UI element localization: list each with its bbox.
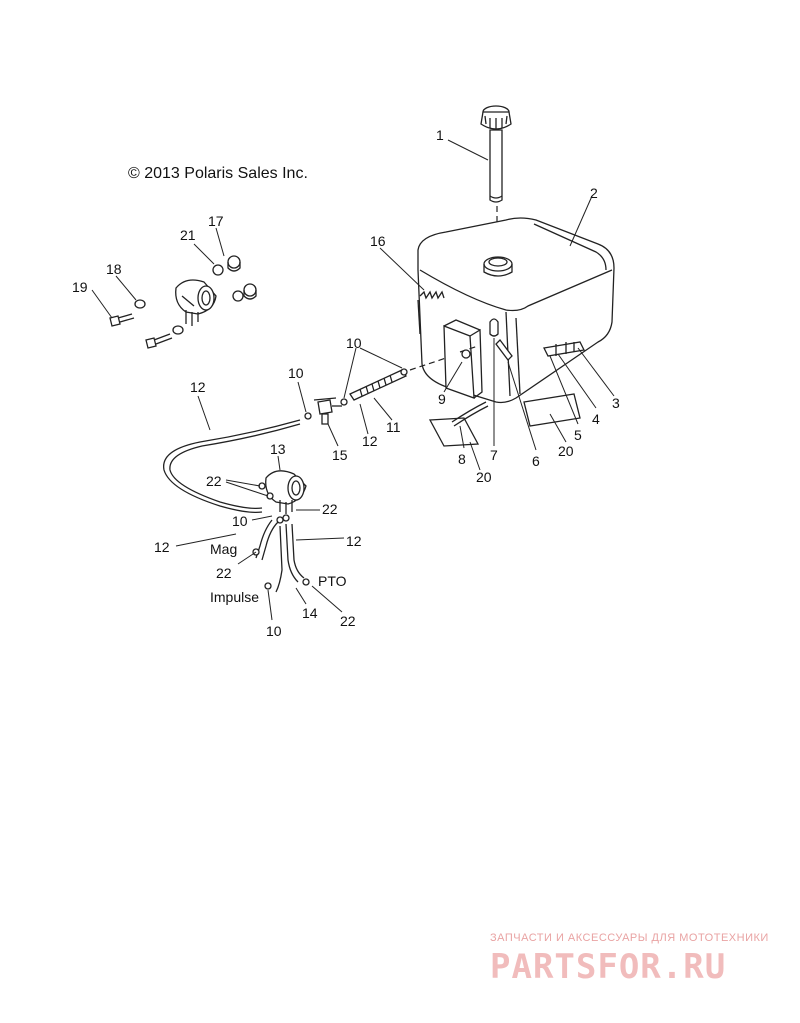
callout-5: 5 — [574, 427, 582, 443]
callout-12-mag: 12 — [154, 539, 170, 555]
callout-16: 16 — [370, 233, 386, 249]
callout-17: 17 — [208, 213, 224, 229]
callout-10-mag: 10 — [232, 513, 248, 529]
hose-label-impulse: Impulse — [210, 589, 259, 605]
fuel-pump-lower — [258, 470, 307, 524]
callout-10-valve: 10 — [288, 365, 304, 381]
fuel-hose-long — [163, 419, 301, 514]
hose-label-pto: PTO — [318, 573, 347, 589]
washer-lower — [172, 325, 184, 335]
fuel-pump-upper — [175, 279, 217, 326]
mag-hose — [261, 521, 279, 561]
callout-11: 11 — [386, 419, 401, 435]
callout-1: 1 — [436, 127, 444, 143]
callout-13: 13 — [270, 441, 286, 457]
shutoff-valve-part — [313, 397, 342, 425]
impulse-hose — [275, 525, 283, 593]
leader-lines — [91, 139, 615, 621]
callout-12-filter: 12 — [362, 433, 378, 449]
washer-18 — [134, 299, 146, 309]
clamp-impulse — [264, 582, 272, 590]
spacer-right — [243, 283, 257, 300]
callout-12-pto: 12 — [346, 533, 362, 549]
callout-6: 6 — [532, 453, 540, 469]
watermark-tagline: ЗАПЧАСТИ И АКСЕССУАРЫ ДЛЯ МОТОТЕХНИКИ — [490, 932, 769, 944]
clamp-pto — [302, 578, 310, 586]
copyright-notice: © 2013 Polaris Sales Inc. — [128, 165, 308, 182]
callout-20-left: 20 — [476, 469, 492, 485]
callout-10-filter: 10 — [346, 335, 362, 351]
spacer-17 — [227, 255, 241, 272]
mag-hose-edge — [255, 519, 273, 559]
fuel-filter-assembly — [340, 368, 408, 406]
strap-part — [451, 401, 489, 427]
callout-8: 8 — [458, 451, 466, 467]
callout-9: 9 — [438, 391, 446, 407]
callout-15: 15 — [332, 447, 348, 463]
callout-12-long-hose: 12 — [190, 379, 206, 395]
callout-2: 2 — [590, 185, 598, 201]
callout-22-pump: 22 — [206, 473, 222, 489]
fuel-hose-long-edge — [169, 423, 301, 510]
washer-21 — [212, 264, 224, 276]
callout-21: 21 — [180, 227, 196, 243]
callout-4: 4 — [592, 411, 600, 427]
foam-pad-right — [523, 393, 581, 427]
pto-hose — [285, 523, 299, 583]
bolt-lower — [145, 333, 173, 349]
hose-label-mag: Mag — [210, 541, 237, 557]
callout-7: 7 — [490, 447, 498, 463]
callout-labels: 1 2 3 4 5 6 7 8 9 10 10 10 10 11 12 12 1… — [72, 127, 620, 639]
clamp-part — [304, 412, 312, 420]
callout-14: 14 — [302, 605, 318, 621]
callout-10-impulse: 10 — [266, 623, 282, 639]
pto-hose-edge — [291, 523, 305, 579]
callout-3: 3 — [612, 395, 620, 411]
fuel-tank-part — [417, 217, 615, 404]
callout-22-mag: 22 — [216, 565, 232, 581]
washer-right — [232, 290, 244, 302]
filter-alignment-line — [409, 357, 447, 371]
foam-pad-left — [428, 417, 480, 447]
watermark-brand: PARTSFOR.RU — [490, 947, 726, 987]
fuel-cap-part — [480, 105, 512, 203]
grommet-part — [461, 349, 471, 359]
callout-18: 18 — [106, 261, 122, 277]
callout-22-right: 22 — [322, 501, 338, 517]
callout-22-pto: 22 — [340, 613, 356, 629]
callout-20-right: 20 — [558, 443, 574, 459]
bolt-19 — [109, 313, 135, 327]
callout-19: 19 — [72, 279, 88, 295]
